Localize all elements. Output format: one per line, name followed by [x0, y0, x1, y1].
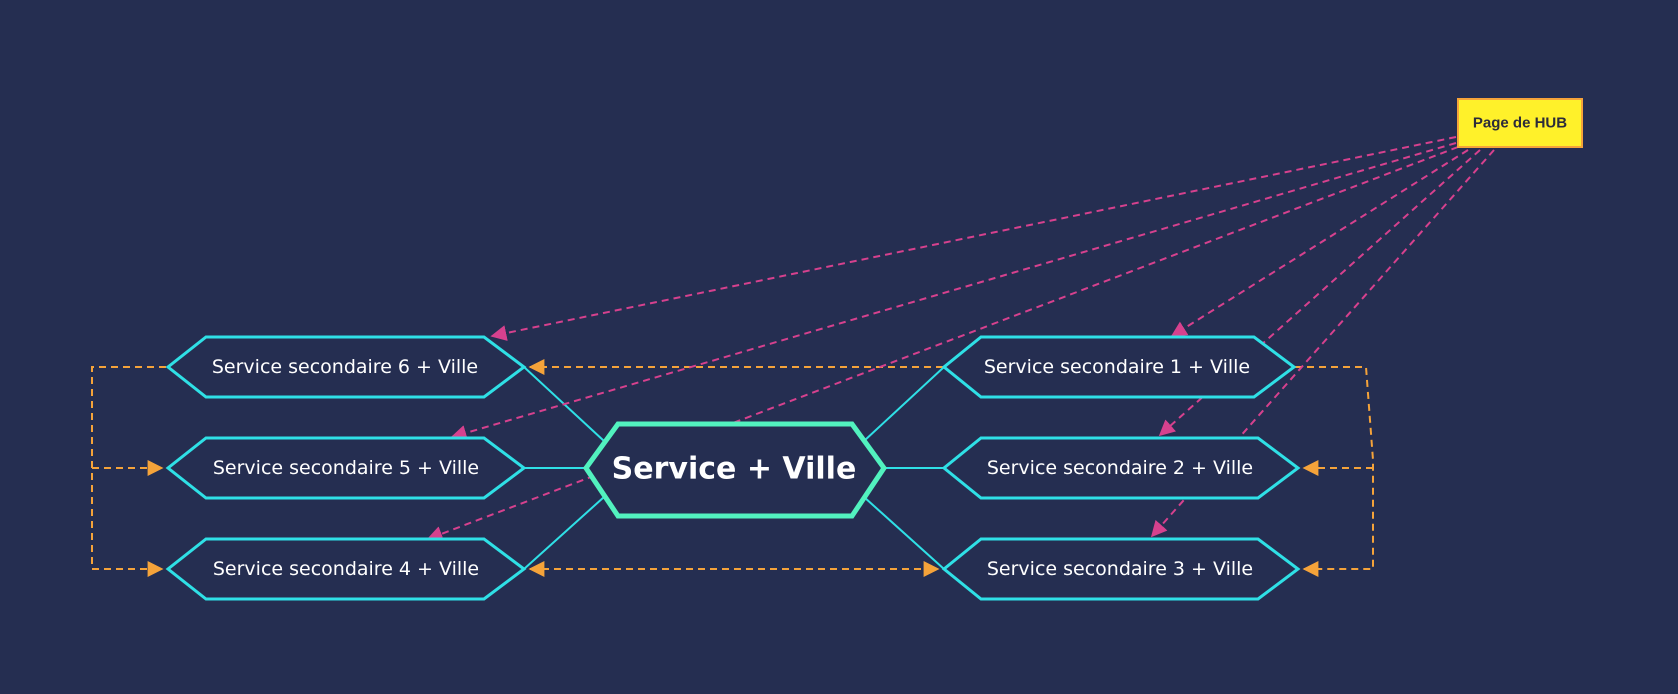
node-s1[interactable]: Service secondaire 1 + Ville — [941, 335, 1297, 399]
hub-node[interactable]: Page de HUB — [1457, 98, 1583, 148]
node-s2-label: Service secondaire 2 + Ville — [987, 457, 1253, 479]
node-s6[interactable]: Service secondaire 6 + Ville — [165, 335, 527, 399]
connector-center-s4 — [523, 496, 605, 570]
sibling-links — [91, 359, 1374, 577]
hub-node-label: Page de HUB — [1473, 115, 1567, 132]
node-s5[interactable]: Service secondaire 5 + Ville — [165, 436, 527, 500]
connector-center-s1 — [863, 366, 945, 442]
node-s5-label: Service secondaire 5 + Ville — [213, 457, 479, 479]
node-s3-label: Service secondaire 3 + Ville — [987, 558, 1253, 580]
center-node-label: Service + Ville — [612, 452, 857, 487]
node-s6-label: Service secondaire 6 + Ville — [212, 356, 478, 378]
node-s4[interactable]: Service secondaire 4 + Ville — [165, 537, 527, 601]
center-connectors — [523, 366, 945, 570]
hub-link-s6 — [490, 136, 1457, 341]
node-s3[interactable]: Service secondaire 3 + Ville — [941, 537, 1301, 601]
hub-link-s4 — [426, 146, 1459, 542]
node-s1-label: Service secondaire 1 + Ville — [984, 356, 1250, 378]
node-s2[interactable]: Service secondaire 2 + Ville — [941, 436, 1301, 500]
hub-link-s5 — [450, 142, 1457, 441]
hub-link-s1 — [1170, 149, 1469, 337]
hub-link-s3 — [1150, 149, 1495, 538]
center-node[interactable]: Service + Ville — [582, 421, 888, 519]
node-s4-label: Service secondaire 4 + Ville — [213, 558, 479, 580]
connector-center-s3 — [863, 496, 945, 570]
